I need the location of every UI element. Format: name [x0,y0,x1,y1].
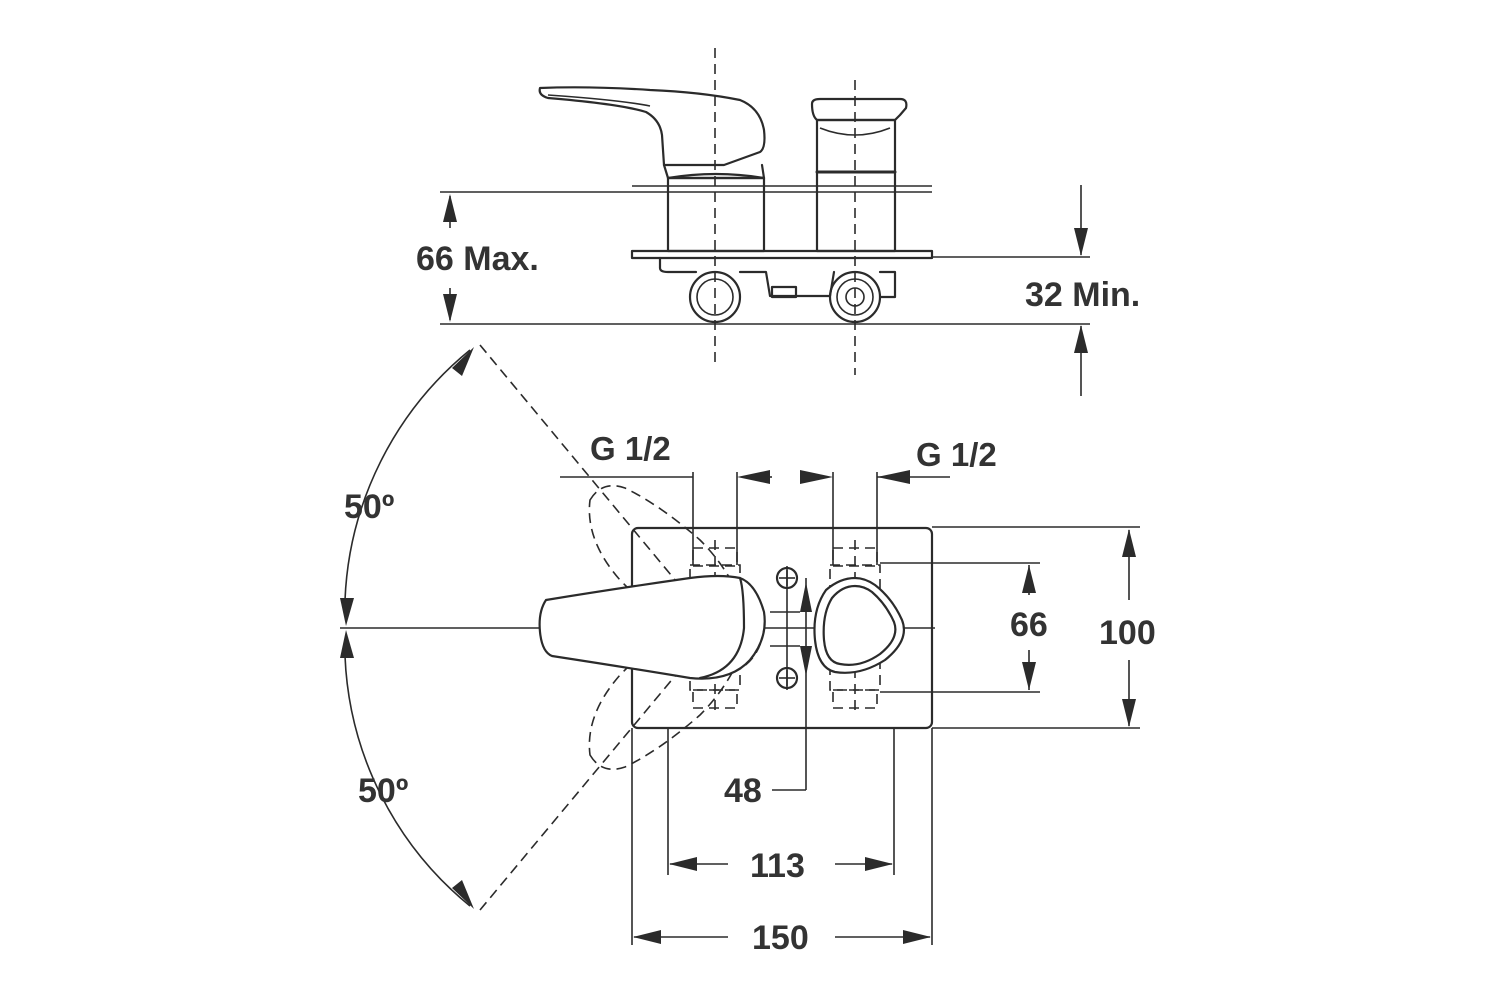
height-min-dimension [1074,185,1088,396]
plate-width-label: 150 [752,919,809,957]
connection-right-label: G 1/2 [916,436,997,473]
lever-handle-side [538,86,766,167]
centers-width-dimension [667,728,895,875]
inner-height-label: 66 [1010,606,1048,644]
plate-height-label: 100 [1099,614,1156,652]
rotation-angle-arcs [340,347,474,909]
plate-height-dimension [932,526,1140,729]
height-max-dimension [443,194,457,322]
side-view [440,48,1090,396]
height-max-label: 66 Max. [416,240,539,278]
diverter-body-side [810,97,908,253]
inner-height-dimension [880,562,1040,693]
angle-lower-label: 50º [358,772,408,810]
connection-left-label: G 1/2 [590,430,671,467]
centers-width-label: 113 [750,847,805,885]
diverter-knob-front [813,576,906,674]
offset-label: 48 [724,772,762,810]
plate-width-dimension [631,728,933,945]
height-min-label: 32 Min. [1025,276,1140,314]
mixer-body-side [662,163,766,253]
lever-handle-front [538,574,766,680]
fixing-screws [770,566,812,791]
front-view [340,344,1140,945]
eccentric-connectors-side [658,256,897,324]
angle-upper-label: 50º [344,488,394,526]
